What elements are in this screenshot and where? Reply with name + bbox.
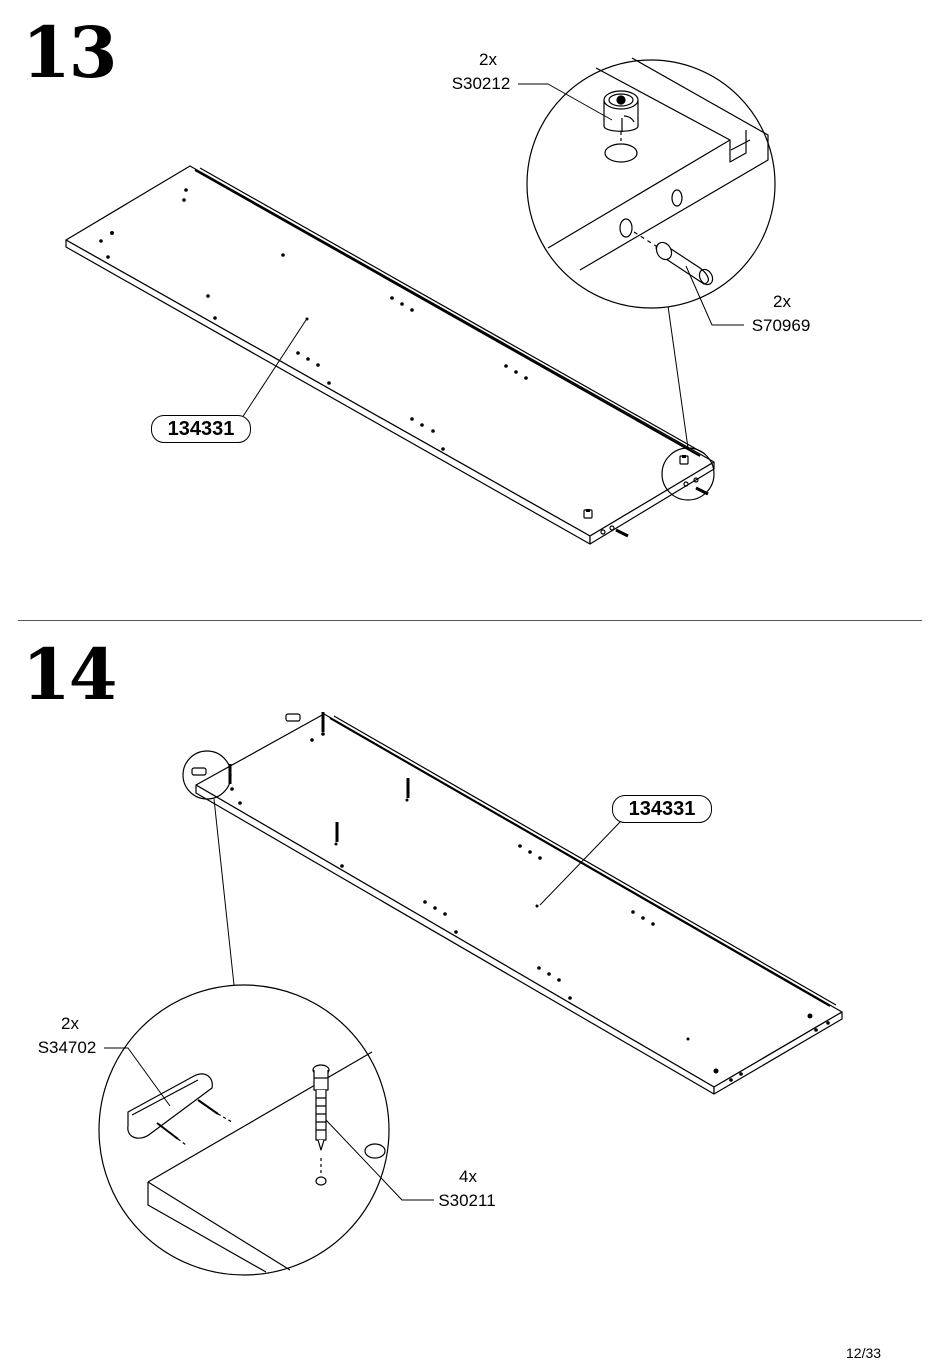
- step14-part-s30211-code: S30211: [438, 1191, 496, 1210]
- step-13-number: 13: [22, 11, 117, 94]
- cam-bolt-icon: [312, 1064, 330, 1151]
- step13-panel-label: 134331: [151, 415, 251, 443]
- step14-panel-holes: [230, 732, 830, 1082]
- step14-part-s34702-code: S34702: [37, 1038, 97, 1057]
- step-divider: [18, 620, 922, 621]
- step13-part-s70969-code: S70969: [751, 316, 811, 335]
- step13-panel-drawing: [65, 165, 715, 545]
- step14-part-s30211-qty: 4x: [459, 1167, 477, 1186]
- step14-panel-label: 134331: [612, 795, 712, 823]
- wood-dowel-icon: [655, 241, 714, 286]
- plastic-glide-icon: [127, 1073, 233, 1146]
- step13-part-s30212-qty: 2x: [479, 50, 497, 69]
- step14-small-detail-circle: [182, 750, 232, 800]
- cam-lock-icon: [603, 90, 639, 132]
- step13-detail-zoom: [526, 57, 776, 309]
- step13-part-s70969-qty: 2x: [773, 292, 791, 311]
- step14-detail-zoom: [98, 984, 390, 1276]
- step13-part-s30212-code: S30212: [451, 74, 511, 93]
- step13-panel-holes: [99, 188, 528, 451]
- step14-part-s34702-qty: 2x: [61, 1014, 79, 1033]
- step-14-number: 14: [22, 633, 117, 716]
- step14-panel-drawing: [195, 713, 843, 1095]
- page-number: 12/33: [846, 1345, 882, 1361]
